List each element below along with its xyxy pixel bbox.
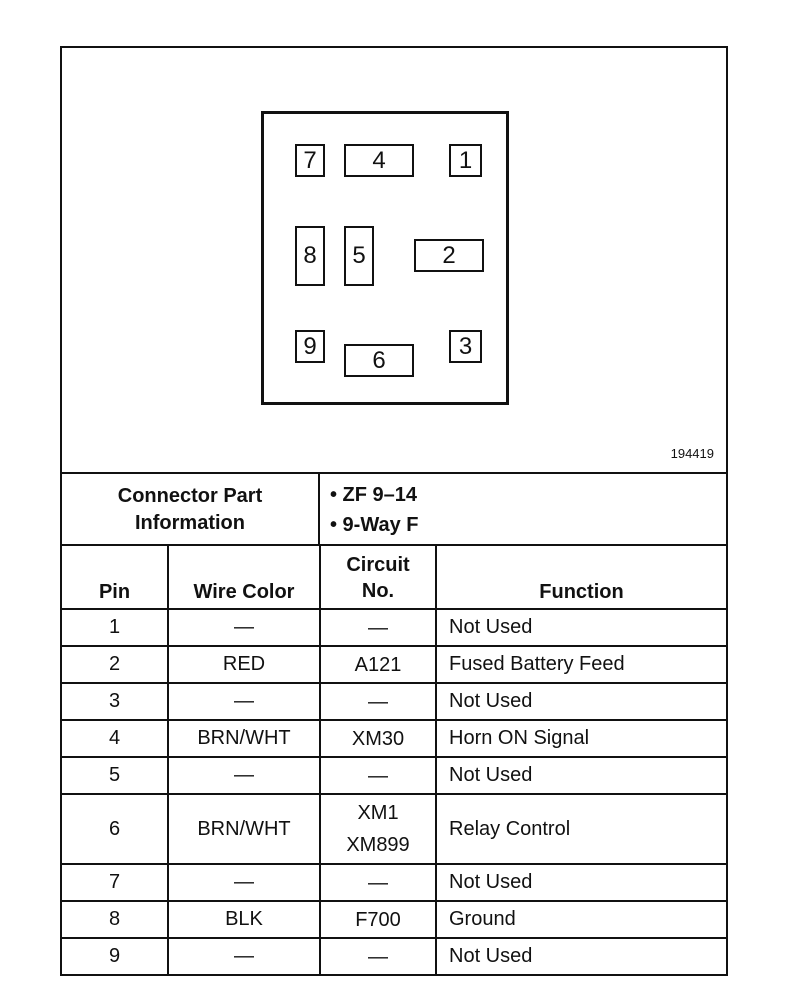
table-row: 1——Not Used [62, 608, 726, 647]
circuit-value: — [368, 690, 388, 713]
wire-color-cell: — [167, 937, 321, 974]
circuit-value: — [368, 616, 388, 639]
pin-cell: 6 [62, 793, 169, 865]
circuit-cell: A121 [319, 645, 437, 684]
function-cell: Not Used [435, 937, 726, 974]
pin-cell: 1 [62, 608, 169, 647]
function-cell: Not Used [435, 863, 726, 902]
table-row: 9——Not Used [62, 937, 726, 974]
wire-color-cell: — [167, 756, 321, 795]
pin-table: Pin Wire Color Circuit No. Function 1——N… [62, 544, 726, 974]
function-cell: Ground [435, 900, 726, 939]
circuit-value: — [368, 945, 388, 968]
connector-info-label-line2: Information [135, 512, 245, 534]
pin-cavity-2: 2 [414, 239, 484, 272]
function-cell: Fused Battery Feed [435, 645, 726, 684]
circuit-value: — [368, 871, 388, 894]
circuit-value: XM1 [357, 802, 399, 824]
wire-color-cell: — [167, 863, 321, 902]
pin-table-header-row: Pin Wire Color Circuit No. Function [62, 544, 726, 610]
circuit-cell: — [319, 937, 437, 974]
pin-cavity-4: 4 [344, 144, 414, 177]
pin-cavity-9: 9 [295, 330, 325, 363]
wire-color-cell: BLK [167, 900, 321, 939]
connector-document-frame: 7 4 1 8 5 2 9 6 3 194419 Connector Part … [60, 46, 728, 976]
circuit-cell: — [319, 608, 437, 647]
header-function: Function [435, 544, 726, 610]
table-row: 5——Not Used [62, 756, 726, 795]
wire-color-cell: BRN/WHT [167, 793, 321, 865]
pin-cell: 3 [62, 682, 169, 721]
circuit-cell: F700 [319, 900, 437, 939]
header-wire-color: Wire Color [167, 544, 321, 610]
function-cell: Not Used [435, 756, 726, 795]
circuit-value: F700 [355, 908, 401, 931]
wire-color-cell: RED [167, 645, 321, 684]
wire-color-cell: BRN/WHT [167, 719, 321, 758]
pin-cavity-1: 1 [449, 144, 482, 177]
pin-cell: 5 [62, 756, 169, 795]
pin-cavity-8: 8 [295, 226, 325, 286]
circuit-cell: — [319, 863, 437, 902]
function-cell: Not Used [435, 608, 726, 647]
pin-cell: 2 [62, 645, 169, 684]
connector-face-diagram: 7 4 1 8 5 2 9 6 3 194419 [62, 48, 726, 472]
header-pin: Pin [62, 544, 169, 610]
circuit-value: XM899 [346, 834, 410, 856]
pin-cavity-7: 7 [295, 144, 325, 177]
pin-cavity-3: 3 [449, 330, 482, 363]
table-row: 3——Not Used [62, 682, 726, 721]
pin-cell: 4 [62, 719, 169, 758]
figure-number: 194419 [670, 446, 714, 461]
pin-cavity-6: 6 [344, 344, 414, 377]
connector-part-information: Connector Part Information • ZF 9–14 • 9… [62, 472, 726, 546]
connector-housing: 7 4 1 8 5 2 9 6 3 [261, 111, 509, 405]
wire-color-cell: — [167, 682, 321, 721]
table-row: 7——Not Used [62, 863, 726, 902]
connector-info-label-line1: Connector Part [117, 485, 263, 507]
wire-color-cell: — [167, 608, 321, 647]
function-cell: Relay Control [435, 793, 726, 865]
connector-info-label: Connector Part Information [62, 474, 320, 546]
connector-info-item: • ZF 9–14 [330, 484, 418, 506]
circuit-value: XM30 [351, 727, 405, 750]
function-cell: Not Used [435, 682, 726, 721]
pin-cell: 7 [62, 863, 169, 902]
pin-cell: 9 [62, 937, 169, 974]
circuit-value: A121 [354, 653, 402, 676]
header-circuit-no: Circuit No. [319, 544, 437, 610]
pin-cell: 8 [62, 900, 169, 939]
circuit-cell: XM30 [319, 719, 437, 758]
header-circuit-line1: Circuit [346, 554, 410, 576]
circuit-value: — [368, 764, 388, 787]
function-cell: Horn ON Signal [435, 719, 726, 758]
circuit-cell: — [319, 756, 437, 795]
header-circuit-line2: No. [361, 580, 395, 602]
circuit-cell: — [319, 682, 437, 721]
pin-cavity-5: 5 [344, 226, 374, 286]
connector-info-values: • ZF 9–14 • 9-Way F [330, 480, 419, 540]
connector-info-item: • 9-Way F [330, 514, 419, 536]
